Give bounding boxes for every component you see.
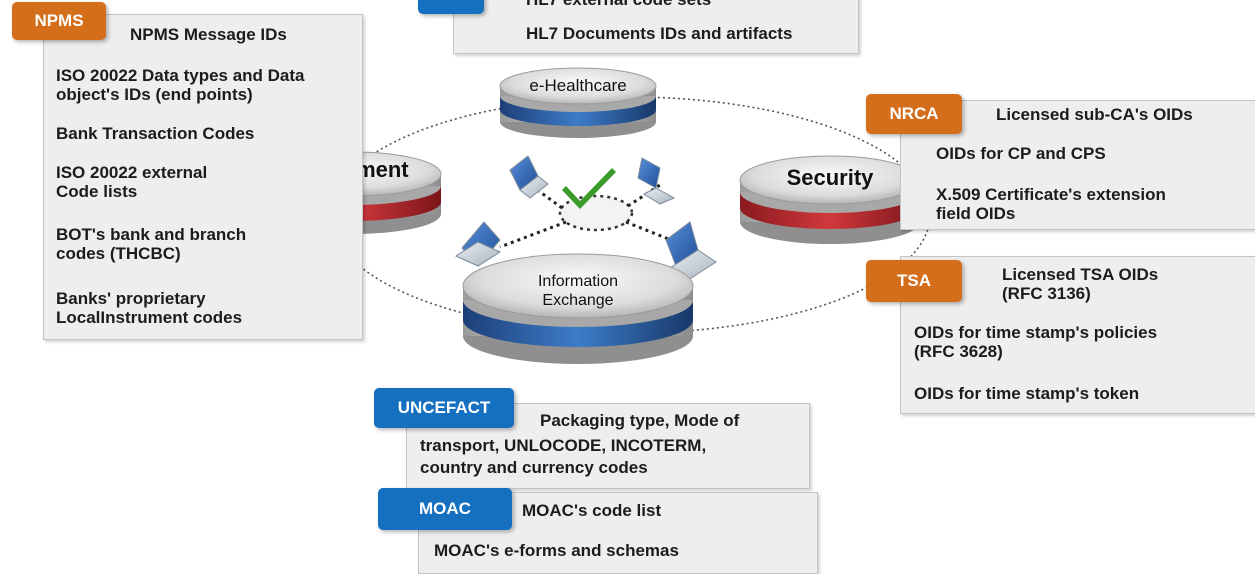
uncefact-line3: country and currency codes xyxy=(420,458,648,477)
e-healthcare-label: e-Healthcare xyxy=(529,76,627,95)
npms-item-1-line2: object's IDs (end points) xyxy=(56,85,253,104)
information-exchange-label-line2: Exchange xyxy=(542,292,614,309)
hl7-panel xyxy=(453,0,859,54)
hl7-line1: HL7 external code sets xyxy=(526,0,711,9)
nrca-item-1: OIDs for CP and CPS xyxy=(936,144,1106,163)
tsa-header-line1: Licensed TSA OIDs xyxy=(1002,265,1159,284)
moac-badge: MOAC xyxy=(378,488,512,530)
npms-item-5-line2: LocalInstrument codes xyxy=(56,308,243,327)
npms-item-2: Bank Transaction Codes xyxy=(56,124,255,143)
e-healthcare-disk xyxy=(499,67,657,138)
security-disk xyxy=(739,155,921,244)
center-node-ring xyxy=(558,194,634,232)
tsa-badge: TSA xyxy=(866,260,962,302)
npms-header: NPMS Message IDs xyxy=(130,25,287,44)
npms-item-3-line2: Code lists xyxy=(56,182,138,201)
npms-item-4-line2: codes (THCBC) xyxy=(56,244,181,263)
tsa-item-1-line1: OIDs for time stamp's policies xyxy=(914,323,1158,342)
moac-line2: MOAC's e-forms and schemas xyxy=(434,541,679,560)
laptop-icon-top-left xyxy=(509,155,549,199)
information-exchange-label-line1: Information xyxy=(537,273,619,290)
information-exchange-disk xyxy=(462,253,694,364)
npms-item-1-line1: ISO 20022 Data types and Data xyxy=(56,66,305,85)
laptop-icon-top-right xyxy=(637,157,676,205)
laptop-icon-bottom-left xyxy=(454,221,502,267)
uncefact-badge: UNCEFACT xyxy=(374,388,514,428)
tsa-header-line2: (RFC 3136) xyxy=(1002,284,1091,303)
nrca-badge: NRCA xyxy=(866,94,962,134)
npms-badge: NPMS xyxy=(12,2,106,40)
uncefact-line1: Packaging type, Mode of xyxy=(540,411,740,430)
npms-item-5-line1: Banks' proprietary xyxy=(56,289,206,308)
nrca-header: Licensed sub-CA's OIDs xyxy=(996,105,1193,124)
moac-line1: MOAC's code list xyxy=(522,501,662,520)
tsa-item-2: OIDs for time stamp's token xyxy=(914,384,1140,403)
security-label: Security xyxy=(786,165,874,190)
npms-panel xyxy=(43,14,363,340)
npms-item-4-line1: BOT's bank and branch xyxy=(56,225,247,244)
checkmark-icon xyxy=(562,168,616,209)
hl7-line2: HL7 Documents IDs and artifacts xyxy=(526,24,793,43)
information-exchange-label: Information Exchange xyxy=(463,272,693,310)
nrca-item-2-line2: field OIDs xyxy=(936,204,1016,223)
nrca-item-2-line1: X.509 Certificate's extension xyxy=(936,185,1166,204)
uncefact-line2: transport, UNLOCODE, INCOTERM, xyxy=(420,436,707,455)
npms-item-3-line1: ISO 20022 external xyxy=(56,163,208,182)
tsa-item-1-line2: (RFC 3628) xyxy=(914,342,1003,361)
hl7-badge: HL7 xyxy=(418,0,484,14)
